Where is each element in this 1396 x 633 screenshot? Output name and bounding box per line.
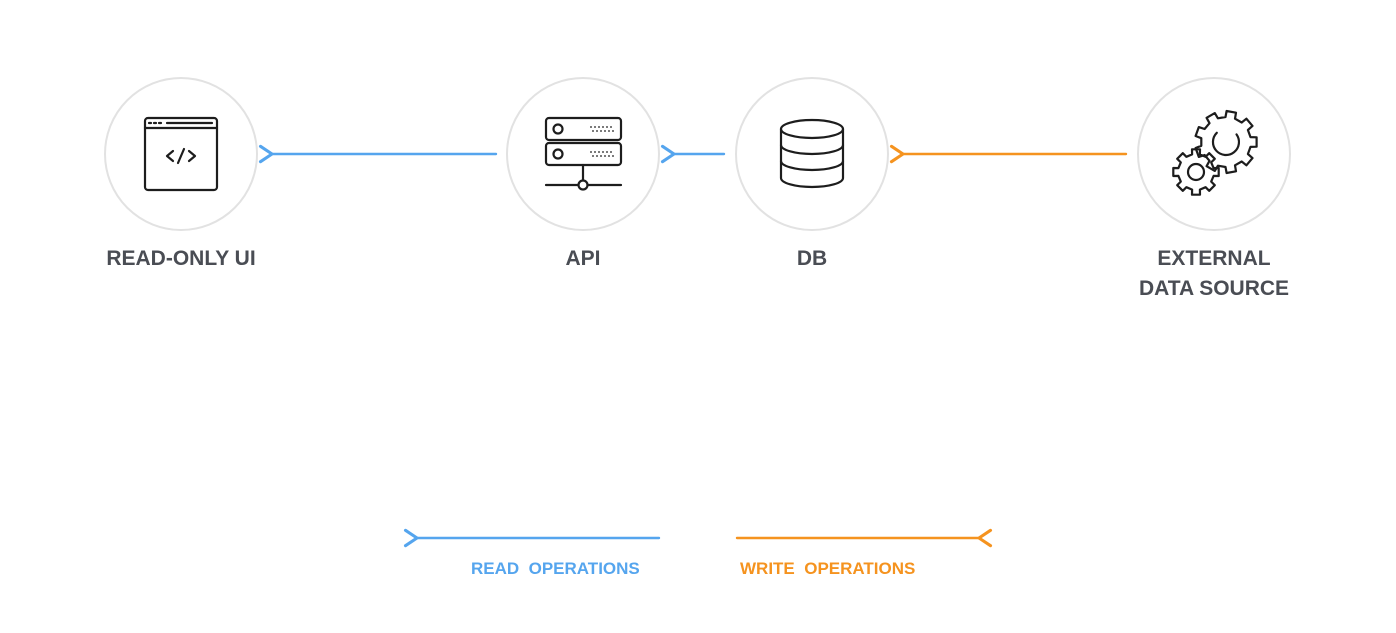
node-ui-label: READ-ONLY UI [106,247,256,270]
server-led-dots [590,126,614,157]
node-api-label: API [565,247,601,270]
legend-write-label: WRITE OPERATIONS [740,559,916,578]
node-ext-label-line1: EXTERNAL [1157,247,1271,270]
legend-read-label: READ OPERATIONS [471,559,640,578]
server-rack-icon [544,116,623,191]
database-icon [779,118,845,189]
node-api-circle [506,77,660,231]
browser-code-icon [143,116,219,192]
node-ext-circle [1137,77,1291,231]
node-db-label: DB [796,247,828,270]
gears-icon [1172,109,1258,196]
node-ext-label-line2: DATA SOURCE [1138,277,1290,300]
node-ext-label: EXTERNAL DATA SOURCE [1139,244,1289,304]
